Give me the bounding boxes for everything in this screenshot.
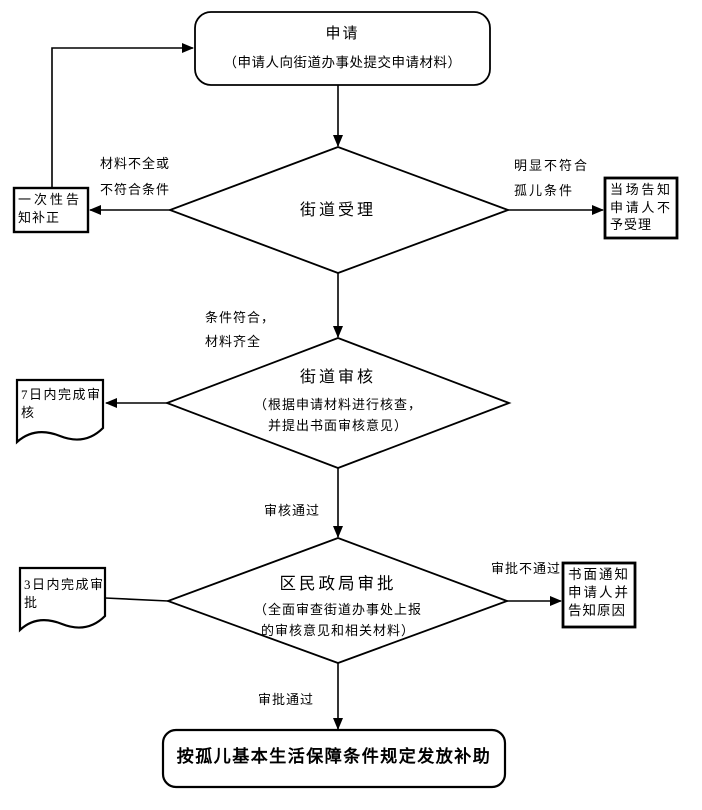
node-grant-shape [161,728,507,789]
label-not-orphan: 明显不符合 孤儿条件 [514,153,600,203]
node-apply-subtitle: （申请人向街道办事处提交申请材料） [223,55,462,70]
node-review-subtitle-2: 并提出书面审核意见） [267,418,408,433]
label-approve-fail: 审批不通过 [491,561,562,576]
node-reject-notice-text: 书面通知申请人并告知原因 [568,567,629,619]
node-approve-doc-text: 3日内完成审批 [24,577,104,610]
edge-approve-to-doc [104,597,169,602]
label-materials-incomplete-line1: 材料不全或 [100,156,171,171]
label-qualified-line2: 材料齐全 [205,334,262,349]
node-reject-notice-shape [561,561,637,629]
node-approve-subtitle-1: （全面审查街道办事处上报 [253,602,422,617]
node-intake-title: 街道受理 [299,202,376,219]
label-qualified: 条件符合， 材料齐全 [205,306,285,354]
node-correction-text: 一次性告知补正 [18,192,80,225]
node-review-doc-shape [15,378,105,445]
label-qualified-line1: 条件符合， [205,310,276,325]
node-apply-title: 申请 [325,26,360,42]
node-approve-title: 区民政局审批 [279,574,397,593]
label-review-pass: 审核通过 [264,503,321,518]
node-review-subtitle-1: （根据申请材料进行核查， [253,397,422,412]
node-review-doc-text: 7日内完成审核 [21,387,101,420]
node-apply-shape [194,11,491,86]
edge-correction-to-apply-loop [51,43,194,188]
node-correction-shape [12,186,90,234]
label-not-orphan-line2: 孤儿条件 [514,183,575,198]
node-approve-subtitle-2: 的审核意见和相关材料） [260,623,415,638]
node-reject-shape [603,176,679,240]
label-materials-incomplete: 材料不全或 不符合条件 [100,151,184,203]
label-materials-incomplete-line2: 不符合条件 [100,182,171,197]
node-approve-doc-shape [18,566,107,633]
label-approve-pass: 审批通过 [258,692,315,707]
node-grant-text: 按孤儿基本生活保障条件规定发放补助 [176,747,492,766]
label-not-orphan-line1: 明显不符合 [514,158,590,173]
node-reject-text: 当场告知申请人不予受理 [610,182,671,233]
node-review-title: 街道审核 [299,369,376,386]
